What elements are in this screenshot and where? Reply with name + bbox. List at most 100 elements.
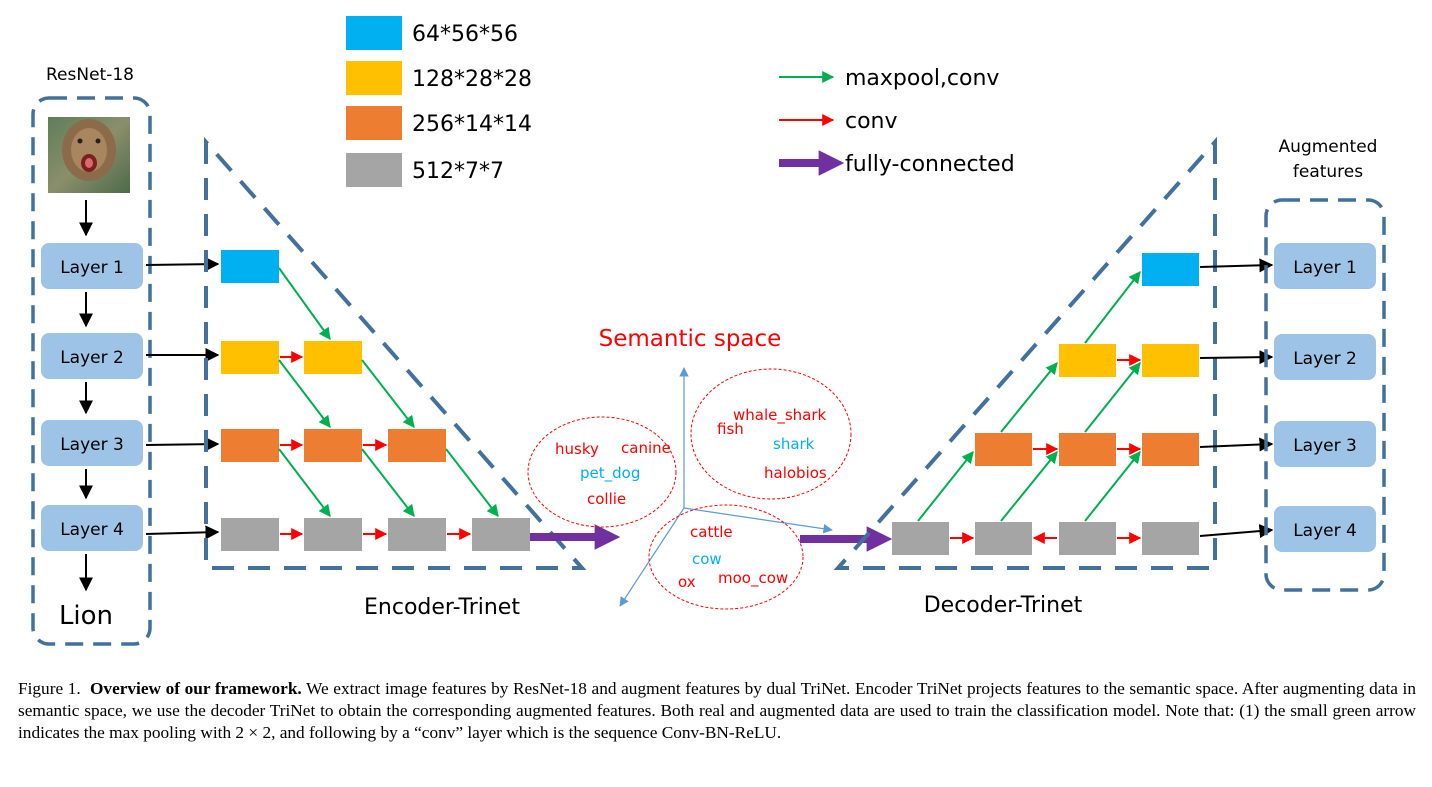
- cluster-cattle: cattle cow ox moo_cow: [648, 504, 804, 610]
- lion-image: [48, 117, 130, 193]
- decoder-green-arrow: [917, 451, 974, 522]
- encoder-green-arrow: [278, 448, 331, 517]
- arrow-decoder-to-aug4: [1199, 524, 1274, 539]
- decoder-block-r2c2: [1142, 344, 1199, 377]
- cluster-dogs-ellipse: [527, 416, 677, 528]
- arrow-resnet4-to-encoder: [145, 525, 220, 540]
- encoder-block-r2c2: [304, 341, 362, 374]
- resnet-layer-3-label: Layer 3: [60, 435, 124, 455]
- framework-diagram: ResNet-18 Layer 1 Layer 2 Layer 3 Layer …: [31, 16, 1386, 646]
- encoder-block-r1c1: [221, 250, 279, 283]
- word-pet-dog: pet_dog: [580, 464, 640, 483]
- augmented-title-line1: Augmented: [1279, 137, 1378, 157]
- word-cattle: cattle: [690, 523, 733, 541]
- augmented-layer-3-label: Layer 3: [1293, 436, 1357, 456]
- arrow-decoder-to-aug2: [1199, 350, 1274, 365]
- resnet-layer-2: Layer 2: [41, 333, 143, 379]
- decoder-green-arrow: [1084, 271, 1141, 344]
- augmented-layer-3: Layer 3: [1274, 421, 1376, 467]
- decoder-block-r4c2: [975, 522, 1032, 555]
- decoder-block-r4c1: [892, 522, 949, 555]
- arrow-decoder-to-aug1: [1199, 258, 1274, 273]
- caption-title: Overview of our framework.: [89, 679, 302, 698]
- word-shark: shark: [773, 435, 815, 453]
- encoder-green-arrow: [361, 359, 415, 428]
- semantic-space-title: Semantic space: [599, 326, 782, 352]
- decoder-dashed-triangle: [833, 136, 1217, 570]
- legend-label-conv: conv: [845, 109, 898, 134]
- axis-down-left: [619, 507, 685, 607]
- encoder-green-arrow: [278, 359, 331, 428]
- legend-sizes: 64*56*56 128*28*28 256*14*14 512*7*7: [346, 16, 532, 187]
- resnet-title: ResNet-18: [46, 65, 134, 85]
- augmented-layer-2-label: Layer 2: [1293, 349, 1357, 369]
- augmented-title-line2: features: [1293, 162, 1363, 182]
- word-whale-shark: whale_shark: [733, 406, 827, 425]
- decoder-green-arrow: [1000, 362, 1058, 433]
- decoder-label: Decoder-Trinet: [924, 593, 1083, 618]
- output-label-lion: Lion: [59, 601, 113, 631]
- augmented-layer-4-label: Layer 4: [1293, 521, 1357, 541]
- word-moo-cow: moo_cow: [718, 569, 788, 588]
- decoder-block-r3c2: [1059, 433, 1116, 466]
- word-halobios: halobios: [764, 464, 827, 482]
- augmented-layer-1-label: Layer 1: [1293, 258, 1357, 278]
- resnet-layer-1-label: Layer 1: [60, 258, 124, 278]
- cluster-cattle-ellipse: [648, 504, 804, 610]
- augmented-layer-2: Layer 2: [1274, 334, 1376, 380]
- cluster-fish: whale_shark fish shark halobios: [690, 368, 852, 500]
- augmented-layer-1: Layer 1: [1274, 243, 1376, 289]
- legend-label-fully-connected: fully-connected: [845, 152, 1015, 177]
- legend-swatch-64: [346, 16, 402, 50]
- axis-right: [683, 507, 833, 534]
- legend-label-128: 128*28*28: [412, 67, 532, 92]
- caption-text: We extract image features by ResNet-18 a…: [18, 679, 1416, 742]
- resnet-layer-2-label: Layer 2: [60, 348, 124, 368]
- encoder-block-r2c1: [221, 341, 279, 374]
- decoder-block-r4c3: [1059, 522, 1116, 555]
- semantic-axes: [619, 367, 833, 607]
- augmented-layer-4: Layer 4: [1274, 506, 1376, 552]
- augmented-dashed-box: [1264, 198, 1386, 592]
- word-husky: husky: [555, 440, 599, 458]
- word-ox: ox: [678, 573, 696, 591]
- figure-caption: Figure 1. Overview of our framework. We …: [18, 678, 1416, 744]
- decoder-block-r4c4: [1142, 522, 1199, 555]
- word-fish: fish: [717, 420, 744, 438]
- word-collie: collie: [587, 490, 626, 508]
- encoder-block-r4c4: [472, 518, 530, 551]
- word-cow: cow: [692, 550, 722, 568]
- decoder-block-r3c1: [975, 433, 1032, 466]
- legend-label-maxpool-conv: maxpool,conv: [845, 66, 999, 91]
- resnet-dashed-box: [31, 96, 152, 646]
- encoder-label: Encoder-Trinet: [364, 595, 520, 620]
- encoder-block-r4c1: [221, 518, 279, 551]
- decoder-block-r2c1: [1059, 344, 1116, 377]
- encoder-block-r4c2: [304, 518, 362, 551]
- encoder-green-arrow: [445, 448, 499, 517]
- encoder-green-arrow: [361, 448, 415, 517]
- encoder-block-r3c1: [221, 429, 279, 462]
- legend-swatch-128: [346, 61, 402, 95]
- encoder-block-r4c3: [388, 518, 446, 551]
- encoder-block-r3c2: [304, 429, 362, 462]
- resnet-layer-4: Layer 4: [41, 505, 143, 551]
- decoder-green-arrow: [1084, 362, 1141, 433]
- decoder-block-r1c1: [1142, 253, 1199, 286]
- arrow-decoder-to-aug3: [1199, 437, 1274, 452]
- resnet-layer-4-label: Layer 4: [60, 520, 124, 540]
- legend-swatch-512: [346, 153, 402, 187]
- encoder-block-r3c3: [388, 429, 446, 462]
- caption-figure-number: Figure 1.: [18, 679, 81, 698]
- decoder-green-arrow: [1084, 451, 1141, 522]
- cluster-fish-ellipse: [690, 368, 852, 500]
- legend-label-256: 256*14*14: [412, 112, 532, 137]
- encoder-green-arrow: [278, 267, 331, 340]
- word-canine: canine: [621, 439, 671, 457]
- encoder-dashed-triangle: [204, 136, 587, 570]
- resnet-layer-1: Layer 1: [41, 243, 143, 289]
- decoder-green-arrow: [1000, 451, 1058, 522]
- resnet-layer-3: Layer 3: [41, 420, 143, 466]
- legend-arrows: maxpool,conv conv fully-connected: [779, 66, 1015, 177]
- legend-label-512: 512*7*7: [412, 159, 504, 184]
